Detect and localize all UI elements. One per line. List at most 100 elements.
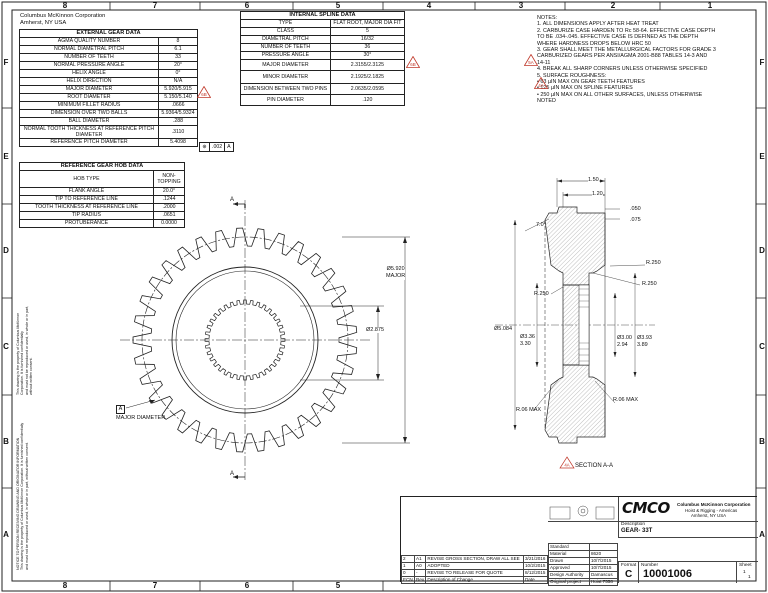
dim-label: R.06 MAX	[516, 407, 542, 413]
row-value: NON-TOPPING	[153, 170, 185, 188]
section-view: 4A	[495, 178, 655, 469]
notes-title: NOTES:	[537, 15, 558, 21]
rev-ecn: 2	[401, 555, 415, 563]
row-label: Approved	[548, 564, 590, 572]
row-label: DIMENSION BETWEEN TWO PINS	[240, 83, 331, 95]
row-label: Material	[548, 550, 590, 558]
company-location: Amherst, NY USA	[20, 19, 67, 26]
svg-text:6B: 6B	[410, 62, 416, 67]
rev-desc: REVISE TO RELEASE FOR QUOTE	[425, 569, 524, 577]
rev-code: A1	[413, 555, 427, 563]
row-label: CLASS	[240, 27, 331, 36]
row-label: NORMAL TOOTH THICKNESS AT REFERENCE PITC…	[19, 125, 159, 139]
rev-header: ECN	[401, 576, 415, 584]
logo-area: CMCO Columbus McKinnon Corporation Hoist…	[618, 497, 758, 522]
row-value: 8620	[588, 550, 619, 558]
feature-control-frame: ⊕ .002 A	[199, 142, 234, 152]
notice-line: This drawing is the property of Columbus…	[16, 312, 25, 395]
zone-label: B	[3, 437, 9, 446]
row-label: NUMBER OF TEETH	[240, 43, 331, 52]
dim-text: Ø3.93	[637, 335, 652, 341]
table-title: REFERENCE GEAR HOB DATA	[19, 162, 185, 171]
row-value: 2.1925/2.1825	[329, 70, 406, 84]
row-value: 20°	[158, 61, 198, 70]
note-line: TO BE .034-.045. EFFECTIVE CASE IS DEFIN…	[537, 34, 699, 41]
row-value: 10/7/2015	[588, 557, 619, 565]
flag-text: 4A	[538, 83, 544, 88]
section-profile-top	[544, 206, 606, 286]
size-label: Format	[621, 563, 637, 568]
row-label: MAJOR DIAMETER	[240, 59, 331, 71]
zone-label: C	[759, 342, 765, 351]
rev-header: Description of Change	[425, 576, 524, 584]
dim-label: Ø3.93 3.89	[637, 335, 652, 348]
dim-label: Ø3.00 2.94	[617, 335, 632, 348]
table-row: BALL DIAMETER.288	[19, 117, 198, 126]
table-row: PIN DIAMETER.120	[240, 94, 406, 106]
row-value: 5	[329, 27, 406, 36]
zone-label: E	[759, 152, 765, 161]
spline-bore	[578, 284, 590, 366]
row-label: HELIX DIRECTION	[19, 77, 159, 86]
dim-label: Ø3.36 3.30	[520, 334, 535, 347]
zone-label: E	[3, 152, 9, 161]
table-row: MINIMUM FILLET RADIUS.0666	[19, 101, 198, 110]
dim-text: 3.89	[637, 341, 648, 348]
row-value: 0°	[158, 69, 198, 78]
dim-label: R.06 MAX	[613, 397, 639, 403]
rev-ecn: 0	[401, 569, 415, 577]
revision-flag	[559, 456, 575, 469]
row-label: DIMENSION OVER TWO BALLS	[19, 109, 159, 118]
zone-label: 7	[152, 1, 158, 10]
dim-label: .075	[630, 217, 641, 223]
dim-text: Ø3.00	[617, 335, 632, 341]
row-value: 0.0000	[153, 219, 185, 228]
proprietary-notice: NOTICE TO PERSON RECEIVING DRAWING AND O…	[16, 410, 29, 570]
rev-date: 10/2/2015	[522, 562, 549, 570]
dim-text: Ø5.920	[386, 266, 405, 272]
zone-label: 3	[518, 1, 524, 10]
row-value: Hoist 7558	[588, 578, 619, 586]
table-title: INTERNAL SPLINE DATA	[240, 11, 405, 20]
spline-dia-callout: Ø2.875	[366, 327, 385, 333]
row-value: 5.920/5.915	[158, 85, 198, 94]
dim-label: .050	[630, 206, 641, 212]
zone-label: 2	[610, 1, 616, 10]
tb-location: Amherst, NY USA	[691, 513, 727, 518]
dim-label: 7.0°	[536, 222, 546, 228]
row-label: BALL DIAMETER	[19, 117, 159, 126]
datum-a-box: A	[116, 405, 125, 414]
section-letter: A	[230, 471, 235, 477]
row-label: HELIX ANGLE	[19, 69, 159, 78]
revision-flag: 4A	[534, 77, 548, 89]
drawing-number: 10001006	[643, 568, 692, 580]
number-label: Number	[641, 563, 659, 568]
row-value: 30°	[329, 51, 406, 60]
dim-label: R.250	[646, 260, 661, 266]
note-line: • 125 µIN MAX ON SPLINE FEATURES	[537, 85, 633, 92]
desc-label: Description	[621, 522, 645, 527]
row-value: FLAT ROOT, MAJOR DIA FIT	[329, 19, 406, 28]
zone-label: 5	[335, 1, 341, 10]
projection-symbols	[548, 497, 618, 522]
table-row: Standard	[548, 543, 619, 551]
row-label: TYPE	[240, 19, 331, 28]
sheet-number: 1	[743, 570, 746, 575]
row-value: 16/32	[329, 35, 406, 44]
note-line: 2. CARBURIZE CASE HARDEN TO Rc 58-64. EF…	[537, 27, 716, 34]
